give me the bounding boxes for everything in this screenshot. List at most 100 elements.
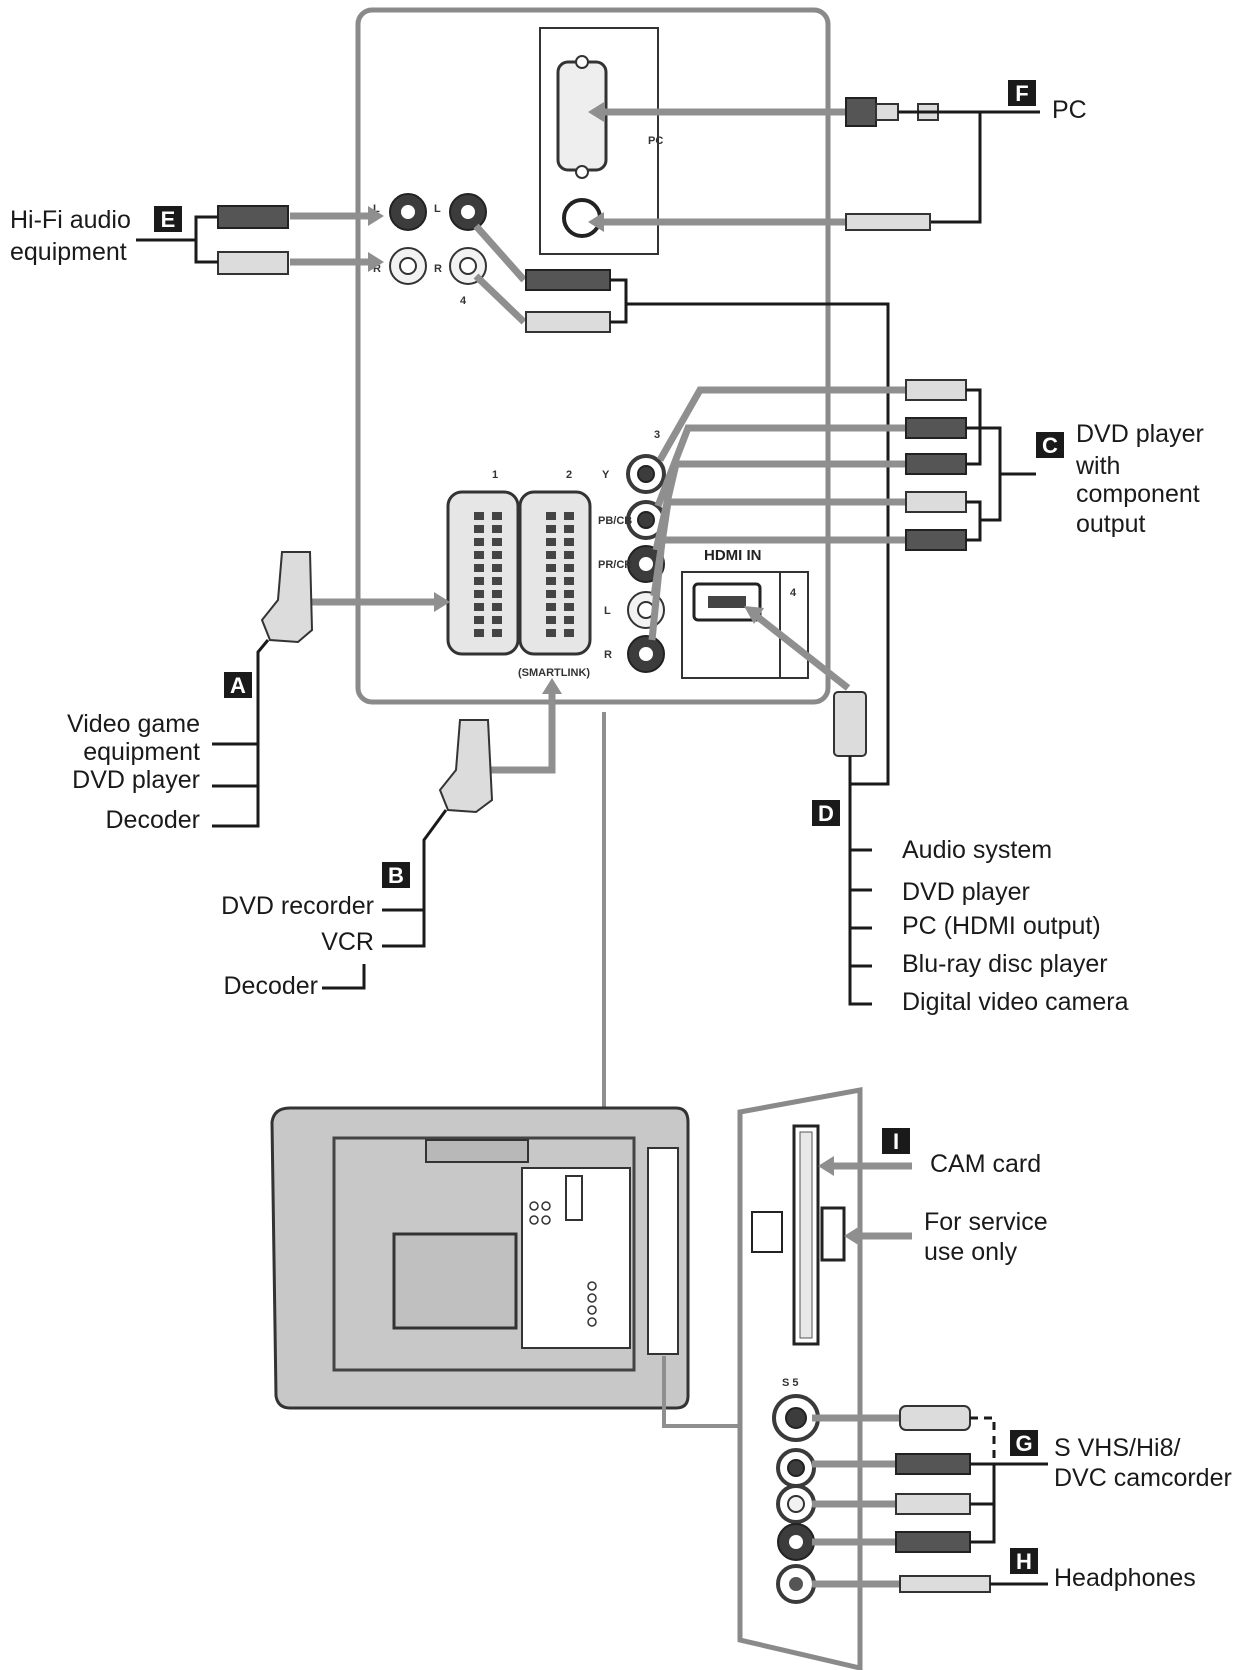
scart1-plug xyxy=(260,551,314,644)
badge-h-text: H xyxy=(1016,1549,1032,1574)
input4-mark: 4 xyxy=(460,295,467,307)
scart-pin xyxy=(546,603,556,611)
tv-mini-dot xyxy=(529,1215,539,1225)
vga-screw-bottom xyxy=(575,165,589,179)
input4-l-mark: L xyxy=(434,203,441,215)
scart-pin xyxy=(564,525,574,533)
pc-audio-plug xyxy=(845,213,931,231)
input4-arrow-r xyxy=(473,273,527,325)
tv-mini-dot xyxy=(587,1293,597,1303)
cam-card-label: CAM card xyxy=(930,1150,1041,1178)
scart-pin xyxy=(474,616,484,624)
scart-pin xyxy=(474,603,484,611)
badge-b: B xyxy=(382,862,410,888)
scart1-arrow-head xyxy=(434,592,450,612)
component-plug-pr xyxy=(905,453,967,475)
scart-pin xyxy=(564,551,574,559)
a-item-4: Decoder xyxy=(106,806,201,834)
hdmi-arrow-head xyxy=(744,606,764,624)
tv-mini-dot xyxy=(587,1281,597,1291)
hifi-arrow-l-head xyxy=(368,206,384,226)
input4-plug-r xyxy=(525,311,611,333)
audio-l-plug xyxy=(895,1493,971,1515)
b-item-2: VCR xyxy=(321,928,374,956)
d-item-5: Digital video camera xyxy=(902,988,1129,1016)
a-item-2: equipment xyxy=(83,738,200,766)
b-item-1: DVD recorder xyxy=(221,892,374,920)
scart-pin xyxy=(564,590,574,598)
scart-pin xyxy=(564,603,574,611)
service-label-line1: For service xyxy=(924,1208,1048,1236)
tv-mini-dot xyxy=(541,1215,551,1225)
tv-mini-dot xyxy=(587,1305,597,1315)
scart-pin xyxy=(492,525,502,533)
dvd-component-line3: component xyxy=(1076,480,1200,508)
scart-pin xyxy=(546,629,556,637)
service-port xyxy=(820,1206,846,1262)
b-item-3: Decoder xyxy=(224,972,319,1000)
hdmi-port-inner xyxy=(708,596,746,608)
scart-pin xyxy=(564,629,574,637)
hifi-plug-r xyxy=(217,251,289,275)
component-arrow-y xyxy=(656,386,906,462)
video-plug xyxy=(895,1453,971,1475)
component-plug-l xyxy=(905,491,967,513)
component-plug-r xyxy=(905,529,967,551)
scart2-cable xyxy=(382,809,448,948)
scart-pin xyxy=(546,512,556,520)
scart-2-mark: 2 xyxy=(566,469,572,481)
component-audio-cable xyxy=(966,500,982,542)
component-pr-jack-center xyxy=(639,557,653,571)
audio-out-r-mark: R xyxy=(373,263,381,275)
tv-side-panel xyxy=(647,1147,679,1355)
scart-pin xyxy=(564,577,574,585)
hdmi-cable xyxy=(848,756,872,1006)
headphones-label: Headphones xyxy=(1054,1564,1196,1592)
tv-back-inner xyxy=(332,1136,636,1372)
svideo-cable xyxy=(970,1416,996,1464)
component-plug-pb xyxy=(905,417,967,439)
input4-jack-l-center xyxy=(461,205,475,219)
input3-mark: 3 xyxy=(654,429,660,441)
component-pb-mark: PB/CB xyxy=(598,515,632,527)
pc-audio-arrow-head xyxy=(588,212,604,232)
dvd-component-line4: output xyxy=(1076,510,1146,538)
service-arrow-head xyxy=(844,1226,860,1246)
side-video-jack-center xyxy=(787,1459,805,1477)
badge-g-text: G xyxy=(1015,1431,1032,1456)
audio-r-plug xyxy=(895,1531,971,1553)
d-item-4: Blu-ray disc player xyxy=(902,950,1108,978)
a-item-3: DVD player xyxy=(72,766,200,794)
svideo-plug xyxy=(899,1405,971,1431)
badge-a-text: A xyxy=(230,673,246,698)
badge-c: C xyxy=(1036,432,1064,458)
scart-pin xyxy=(546,538,556,546)
scart1-cable xyxy=(212,639,270,828)
a-item-1: Video game xyxy=(67,710,200,738)
scart-pin xyxy=(546,525,556,533)
cam-insert-icon xyxy=(751,1211,783,1253)
pc-wire-audio xyxy=(930,112,982,224)
scart-pin xyxy=(564,512,574,520)
tv-mini-dots xyxy=(529,1201,597,1327)
pc-label: PC xyxy=(1052,96,1087,124)
badge-d: D xyxy=(812,800,840,826)
dvd-component-line1: DVD player xyxy=(1076,420,1204,448)
badge-f: F xyxy=(1008,80,1036,106)
component-y-mark: Y xyxy=(602,469,610,481)
tv-handle xyxy=(425,1139,529,1163)
d-item-1: Audio system xyxy=(902,836,1052,864)
tv-to-side-line xyxy=(662,1356,740,1428)
cam-slot-inner xyxy=(799,1131,813,1339)
vga-screw-top xyxy=(575,55,589,69)
component-arrow-r xyxy=(648,536,906,641)
camcorder-label-line2: DVC camcorder xyxy=(1054,1464,1232,1492)
badge-e-text: E xyxy=(161,207,176,232)
service-label-line2: use only xyxy=(924,1238,1018,1266)
component-audio-r-jack-center xyxy=(639,647,653,661)
scart-pin xyxy=(564,564,574,572)
d-item-3: PC (HDMI output) xyxy=(902,912,1101,940)
badge-g: G xyxy=(1010,1430,1038,1456)
scart-pin xyxy=(492,616,502,624)
badge-e: E xyxy=(154,206,182,232)
